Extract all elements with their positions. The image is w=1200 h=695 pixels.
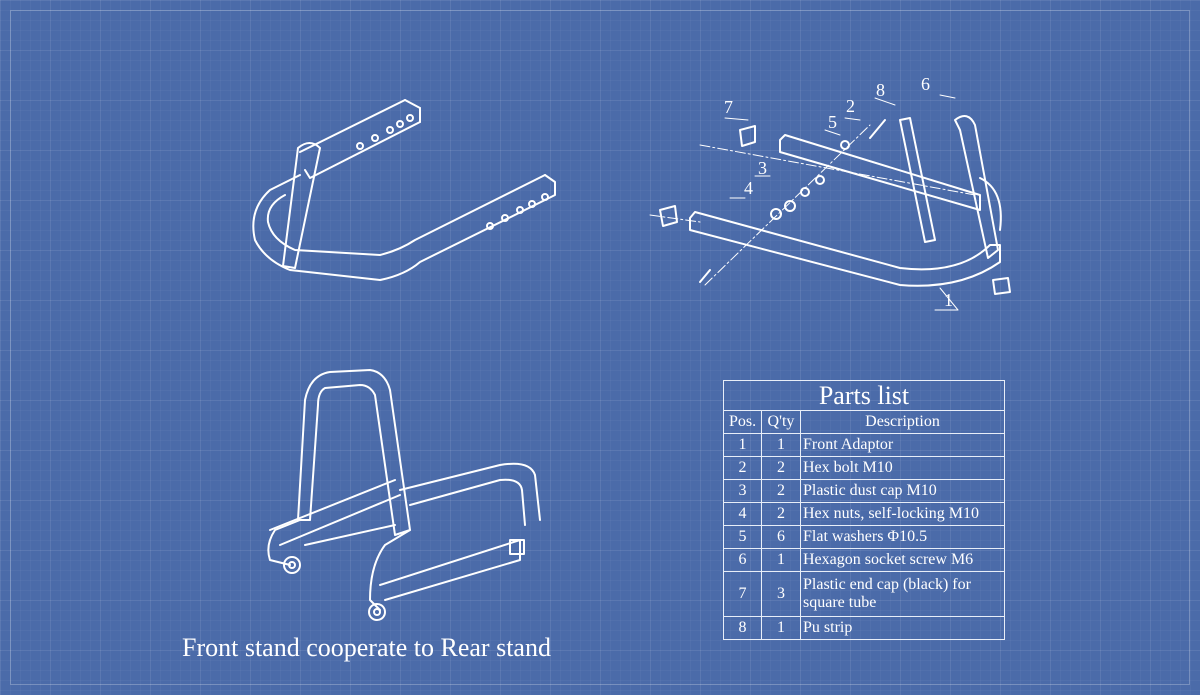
cell-pos: 6 [723,548,762,572]
drawing-caption: Front stand cooperate to Rear stand [182,633,551,662]
assembled-front-adaptor-drawing [252,99,556,281]
cell-desc: Plastic dust cap M10 [800,479,1005,503]
cell-pos: 1 [723,433,762,457]
callout-5: 5 [828,112,837,132]
cell-qty: 6 [761,525,801,549]
cell-qty: 1 [761,616,801,640]
cell-desc: Hex nuts, self-locking M10 [800,502,1005,526]
header-description: Description [800,410,1005,434]
cell-qty: 2 [761,456,801,480]
callout-6: 6 [921,74,930,94]
cell-qty: 2 [761,479,801,503]
cell-qty: 1 [761,433,801,457]
cell-pos: 3 [723,479,762,503]
cell-qty: 1 [761,548,801,572]
cell-pos: 7 [723,571,762,617]
cell-qty: 2 [761,502,801,526]
exploded-front-adaptor-drawing: 1 2 3 4 5 6 7 8 [649,74,1011,311]
cell-desc: Plastic end cap (black) for square tube [800,571,1005,617]
cell-desc: Pu strip [800,616,1005,640]
table-header-row: Pos. Q'ty Description [723,410,1005,434]
callout-8: 8 [876,80,885,100]
header-pos: Pos. [723,410,762,434]
header-qty: Q'ty [761,410,801,434]
cell-desc: Front Adaptor [800,433,1005,457]
cell-desc: Hexagon socket screw M6 [800,548,1005,572]
cell-pos: 5 [723,525,762,549]
callout-3: 3 [758,158,767,178]
callout-4: 4 [744,178,753,198]
cell-desc: Hex bolt M10 [800,456,1005,480]
callout-7: 7 [724,97,733,117]
front-and-rear-stand-drawing [267,369,541,621]
callout-1: 1 [944,290,953,310]
cell-desc: Flat washers Φ10.5 [800,525,1005,549]
cell-pos: 4 [723,502,762,526]
drawing-frame [10,10,1190,685]
cell-pos: 8 [723,616,762,640]
cell-pos: 2 [723,456,762,480]
callout-2: 2 [846,96,855,116]
cell-qty: 3 [761,571,801,617]
parts-list-title: Parts list [723,380,1005,411]
